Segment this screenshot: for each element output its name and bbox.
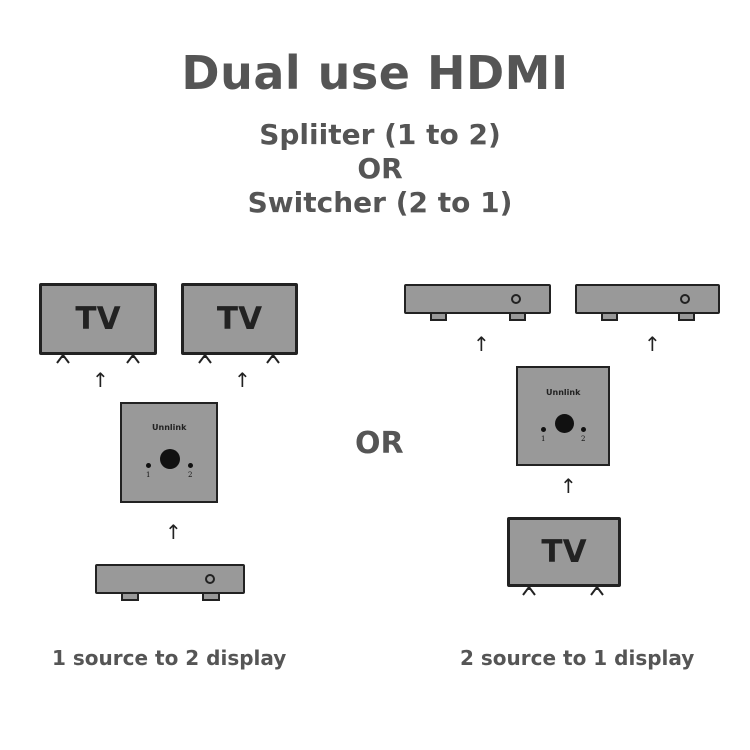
selector-button-icon	[555, 414, 574, 433]
source-foot-icon	[202, 592, 220, 601]
or-separator: OR	[355, 426, 404, 461]
brand-logo: Unnlink	[152, 423, 187, 432]
source-foot-icon	[678, 312, 695, 321]
subtitle-splitter: Spliiter (1 to 2)	[259, 118, 501, 151]
tv-display-left: TV	[39, 283, 157, 355]
tv-label: TV	[216, 301, 263, 337]
source-foot-icon	[509, 312, 526, 321]
tv-stand	[522, 585, 604, 596]
subtitle-or: OR	[357, 152, 403, 185]
power-button-icon	[680, 294, 690, 304]
hdmi-source-box-left	[404, 284, 551, 314]
selector-button-icon	[160, 449, 180, 469]
page-title: Dual use HDMI	[181, 46, 569, 100]
port-led-2-icon	[581, 427, 586, 432]
arrow-up-icon: ↑	[644, 332, 661, 356]
port-led-2-icon	[188, 463, 193, 468]
port-label-2: 2	[581, 435, 586, 443]
tv-display-right: TV	[181, 283, 298, 355]
tv-label: TV	[541, 534, 587, 570]
arrow-up-icon: ↑	[165, 520, 182, 544]
caption-switcher: 2 source to 1 display	[460, 646, 695, 670]
arrow-up-icon: ↑	[92, 368, 109, 392]
caption-splitter: 1 source to 2 display	[52, 646, 287, 670]
port-led-1-icon	[146, 463, 151, 468]
hdmi-device-switcher: Unnlink 1 2	[516, 366, 610, 466]
subtitle-switcher: Switcher (2 to 1)	[247, 186, 513, 219]
arrow-up-icon: ↑	[560, 474, 577, 498]
port-label-1: 1	[541, 435, 546, 443]
hdmi-device-splitter: Unnlink 1 2	[120, 402, 218, 503]
power-button-icon	[511, 294, 521, 304]
tv-stand-left	[56, 353, 140, 364]
arrow-up-icon: ↑	[473, 332, 490, 356]
port-label-1: 1	[146, 471, 151, 479]
source-foot-icon	[121, 592, 139, 601]
tv-label: TV	[75, 301, 121, 337]
port-led-1-icon	[541, 427, 546, 432]
tv-stand-right	[198, 353, 280, 364]
tv-display: TV	[507, 517, 621, 587]
hdmi-source-box	[95, 564, 245, 594]
brand-logo: Unnlink	[546, 388, 581, 397]
arrow-up-icon: ↑	[234, 368, 251, 392]
hdmi-source-box-right	[575, 284, 720, 314]
source-foot-icon	[430, 312, 447, 321]
source-foot-icon	[601, 312, 618, 321]
port-label-2: 2	[188, 471, 193, 479]
power-button-icon	[205, 574, 215, 584]
